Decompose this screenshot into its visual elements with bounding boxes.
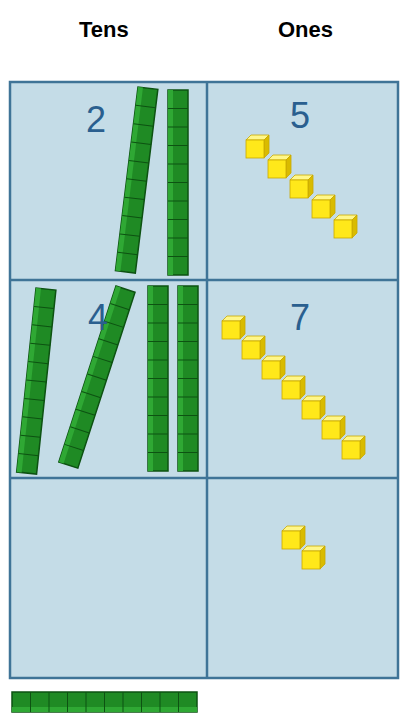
chart-ground (10, 82, 398, 678)
column-header: Ones (278, 19, 333, 41)
digit-label: 5 (290, 98, 310, 134)
digit-label: 2 (86, 102, 106, 138)
column-header: Tens (79, 19, 129, 41)
digit-label: 4 (88, 300, 108, 336)
digit-label: 7 (290, 300, 310, 336)
